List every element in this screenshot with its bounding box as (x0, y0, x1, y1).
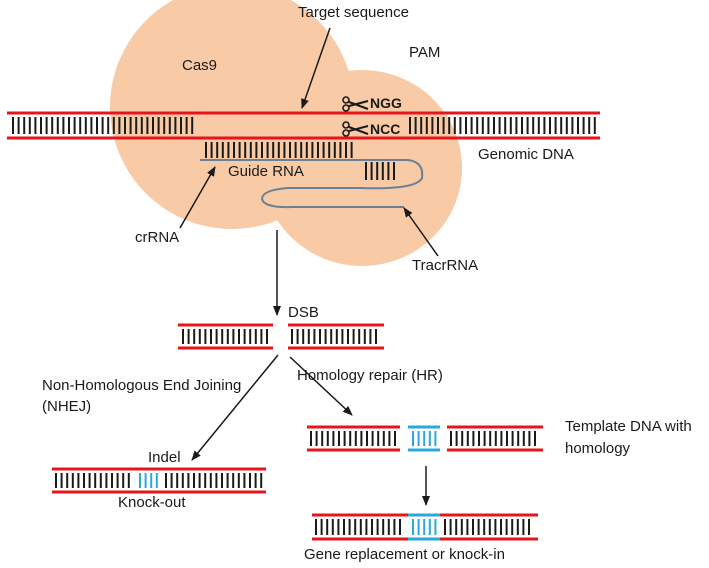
indel-label: Indel (148, 449, 181, 466)
genomic-dna-label: Genomic DNA (478, 146, 574, 163)
target-sequence-label: Target sequence (298, 4, 409, 21)
template-dna (307, 425, 543, 452)
ngg-label: NGG (370, 95, 402, 111)
dsb-label: DSB (288, 304, 319, 321)
gene-replacement-label: Gene replacement or knock-in (304, 546, 505, 563)
knockout-dna (52, 467, 266, 494)
template-dna-label-line2: homology (565, 440, 631, 457)
nhej-label-line2: (NHEJ) (42, 398, 92, 415)
dsb-fragment-right (288, 323, 384, 350)
tracrrna-arrow (403, 207, 439, 257)
target-sequence-arrow (301, 27, 331, 109)
hr-label: Homology repair (HR) (297, 367, 443, 384)
scissors-icon (342, 121, 369, 137)
crrna-label: crRNA (135, 229, 180, 246)
hr-arrow (289, 356, 353, 416)
pam-label: PAM (409, 44, 441, 61)
nhej-arrow (191, 354, 279, 461)
cas9-label: Cas9 (182, 57, 218, 74)
scissors-icon (342, 96, 369, 112)
tracr-rna-strand (200, 159, 424, 209)
crrna-arrow (179, 166, 216, 229)
tracrrna-label: TracrRNA (412, 257, 479, 274)
ncc-label: NCC (370, 121, 401, 137)
genomic-dna (7, 111, 600, 140)
guide-rna (200, 142, 424, 209)
template-dna-label-line1: Template DNA with (565, 418, 692, 435)
guide-rna-label: Guide RNA (228, 163, 304, 180)
knock-out-label: Knock-out (118, 494, 186, 511)
knockin-dna (312, 513, 538, 541)
nhej-label-line1: Non-Homologous End Joining (42, 377, 242, 394)
dsb-fragment-left (178, 323, 273, 350)
